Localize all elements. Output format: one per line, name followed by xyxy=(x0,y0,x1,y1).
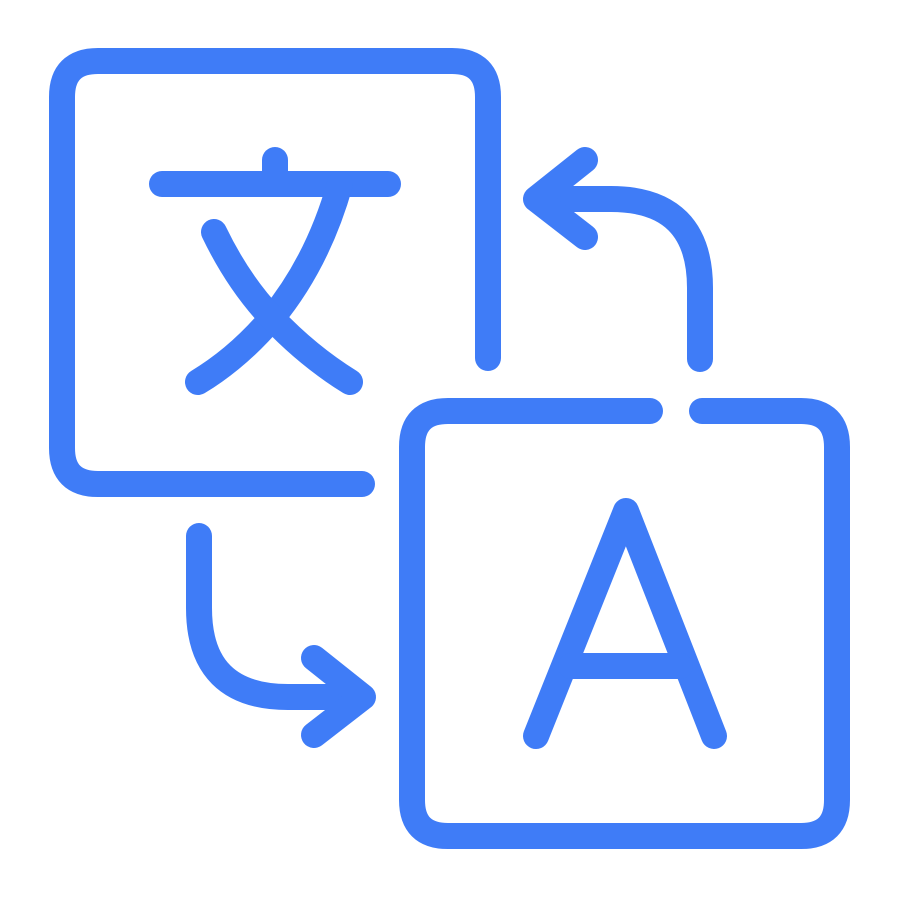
arrow-to-target-shaft xyxy=(186,523,374,710)
source-card xyxy=(49,48,501,497)
target-card-outline-main xyxy=(399,398,850,849)
arrow-to-target-head xyxy=(301,645,376,748)
arrow-to-source-head xyxy=(523,147,598,250)
source-card-outline xyxy=(49,48,501,497)
arrow-to-target-icon xyxy=(186,523,376,748)
wen-right-sweep xyxy=(201,219,363,395)
a-outline xyxy=(523,498,727,749)
source-glyph-wen-icon xyxy=(149,147,401,395)
target-glyph-a-icon xyxy=(523,498,727,749)
target-card xyxy=(399,398,850,849)
arrow-to-source-icon xyxy=(523,147,713,372)
arrow-to-source-shaft xyxy=(525,186,713,372)
